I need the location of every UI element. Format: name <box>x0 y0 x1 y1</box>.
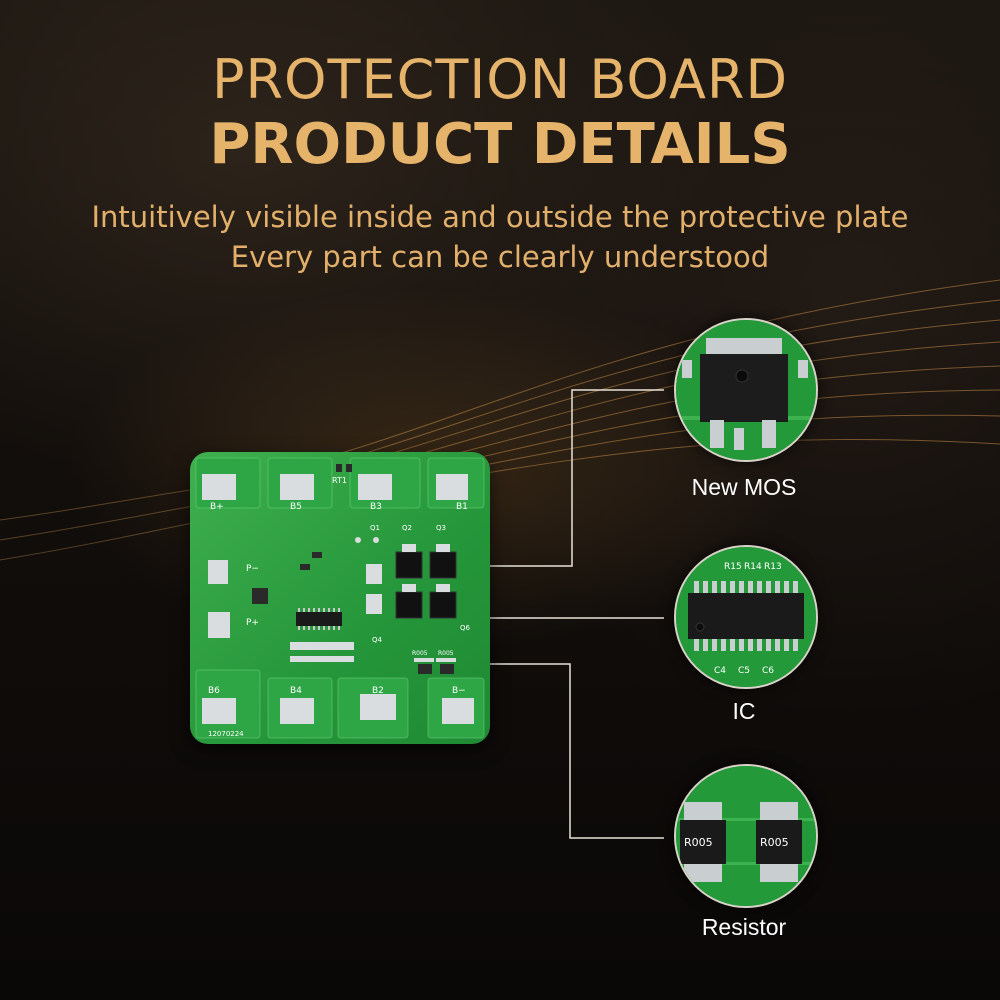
title-line-1: PROTECTION BOARD <box>211 48 789 111</box>
resistor-label: Resistor <box>701 914 787 940</box>
silk-label: Q6 <box>460 624 470 632</box>
silk-label: Q1 <box>370 524 380 532</box>
silk-label: B+ <box>210 502 224 512</box>
silk-label: RT1 <box>332 476 347 485</box>
new-mos-label: New MOS <box>691 474 797 500</box>
serial-number: 12070224 <box>208 730 244 738</box>
silk-label: B2 <box>372 686 384 696</box>
resistor-marking: R005 <box>684 836 713 849</box>
silk-label: B1 <box>456 502 468 512</box>
silk-label: P− <box>246 564 259 574</box>
pcb-board-image: B+ B5 B3 B1 B6 B4 B2 B− P− P+ RT1 Q1 Q2 … <box>190 452 490 744</box>
silk-label: B5 <box>290 502 302 512</box>
ic-closeup-art: R15 R14 R13 C4 C5 C6 <box>676 547 816 687</box>
chip-silk-label: C5 <box>738 666 750 676</box>
silk-label: Q4 <box>372 636 382 644</box>
mosfet-closeup-art <box>676 320 816 460</box>
title-line-2: PRODUCT DETAILS <box>209 112 791 177</box>
silk-label: B4 <box>290 686 302 696</box>
ic-closeup-image: R15 R14 R13 C4 C5 C6 <box>674 545 818 689</box>
silk-label: B6 <box>208 686 220 696</box>
silk-label: R005 <box>412 650 428 657</box>
silk-label: R005 <box>438 650 454 657</box>
resistor-marking: R005 <box>760 836 789 849</box>
mos-closeup-image <box>674 318 818 462</box>
chip-silk-label: R13 <box>764 562 782 572</box>
silk-label: B− <box>452 686 466 696</box>
silk-label: B3 <box>370 502 382 512</box>
silk-label: P+ <box>246 618 259 628</box>
silk-label: Q2 <box>402 524 412 532</box>
resistor-closeup-image: R005 R005 <box>674 764 818 908</box>
subtitle-line-1: Intuitively visible inside and outside t… <box>91 200 909 234</box>
chip-silk-label: C4 <box>714 666 726 676</box>
chip-silk-label: C6 <box>762 666 774 676</box>
subtitle-line-2: Every part can be clearly understood <box>230 240 770 274</box>
chip-silk-label: R14 <box>744 562 762 572</box>
chip-silk-label: R15 <box>724 562 742 572</box>
pcb-artwork <box>195 457 485 739</box>
resistor-closeup-art: R005 R005 <box>676 766 816 906</box>
ic-label: IC <box>732 698 756 724</box>
silk-label: Q3 <box>436 524 446 532</box>
